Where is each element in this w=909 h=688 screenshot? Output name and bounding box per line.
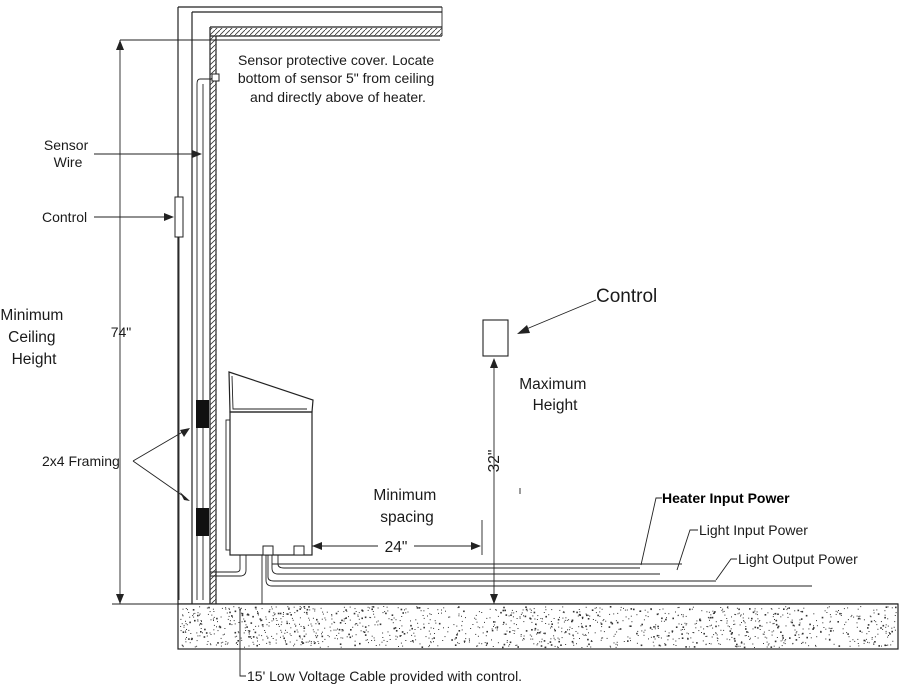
maximum-height-label: Maximum Height <box>519 376 590 414</box>
heater-input-conduit-2 <box>277 555 640 569</box>
light-output-power-label: Light Output Power <box>738 551 858 567</box>
height-74-label: 74" <box>111 324 132 340</box>
annotation-lines <box>94 39 737 677</box>
height-32-label: 32" <box>486 450 503 473</box>
heater-input-conduit <box>271 555 660 575</box>
minimum-ceiling-height-label: Minimum Ceiling Height <box>0 307 67 368</box>
sensor-wire-label: Sensor Wire <box>44 137 92 170</box>
arrow-control-right <box>517 325 530 334</box>
control-wall-unit <box>174 196 184 238</box>
framing-block-upper <box>196 400 209 428</box>
sensor-cover-note: Sensor protective cover. Locate bottom o… <box>238 52 438 105</box>
sauna-heater <box>225 371 314 556</box>
heater-terminal-right <box>293 545 305 556</box>
ceiling-insulation <box>210 28 442 36</box>
control-label-right: Control <box>596 286 657 307</box>
floor <box>177 603 899 650</box>
ceiling <box>178 6 443 37</box>
arrow-74-bottom <box>116 594 124 604</box>
wall <box>177 7 217 604</box>
arrow-framing-lower <box>180 492 190 501</box>
arrow-control-left <box>164 213 174 221</box>
arrow-24-right <box>471 542 481 550</box>
sensor-box <box>211 73 220 82</box>
arrow-sensor-wire <box>192 150 202 158</box>
heater-terminal-left <box>262 545 274 556</box>
heater-cable-wall-2 <box>210 555 241 573</box>
minimum-spacing-label: Minimum spacing <box>373 487 440 526</box>
control-box-right <box>482 319 509 357</box>
arrow-32-top <box>490 358 498 368</box>
heater-input-power-label: Heater Input Power <box>662 490 790 506</box>
heater-cable-wall <box>210 555 247 577</box>
light-input-conduit <box>265 555 812 587</box>
arrow-32-bottom <box>490 594 498 604</box>
spacing-24-label: 24" <box>385 539 408 556</box>
framing-label: 2x4 Framing <box>42 453 120 469</box>
light-output-conduit <box>267 555 716 582</box>
light-input-power-label: Light Input Power <box>699 522 808 538</box>
arrow-framing-upper <box>180 428 190 437</box>
arrow-24-left <box>312 542 322 550</box>
cable-note-label: 15' Low Voltage Cable provided with cont… <box>247 668 522 684</box>
wall-insulation <box>210 36 216 604</box>
sensor-wire <box>196 78 212 600</box>
floor-speckle <box>180 606 897 649</box>
framing-block-lower <box>196 508 209 536</box>
arrow-74-top <box>116 40 124 50</box>
control-label-left: Control <box>42 209 87 225</box>
